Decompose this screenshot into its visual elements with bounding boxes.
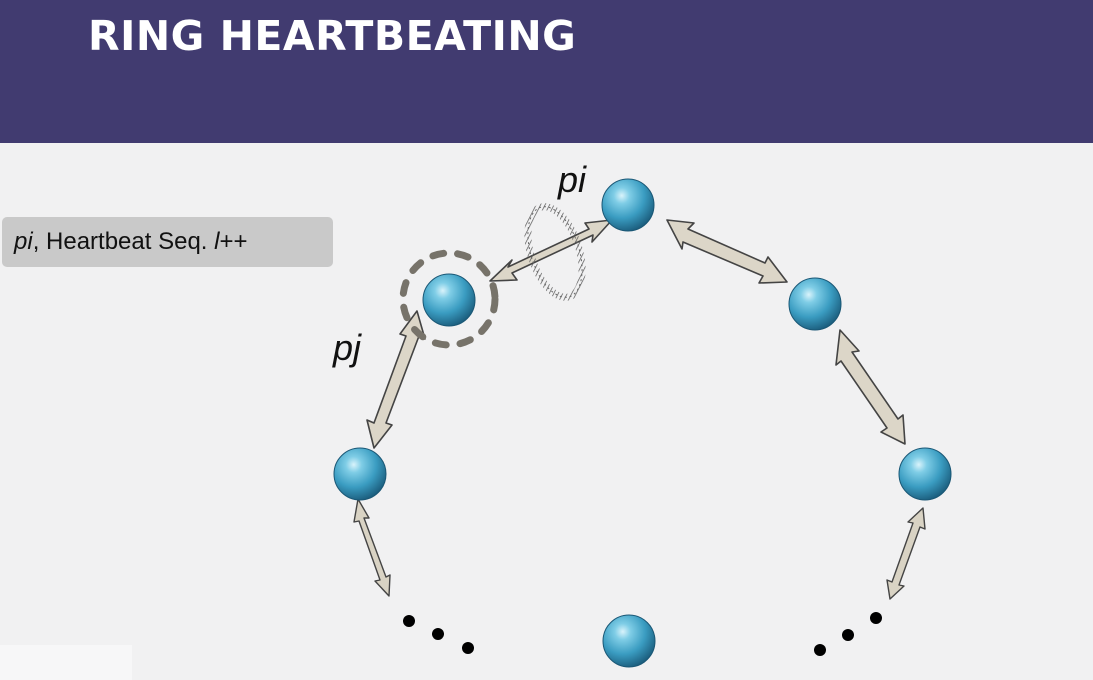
- caption-pi: pi: [14, 228, 33, 255]
- caption-heartbeat-seq: , Heartbeat Seq.: [32, 228, 215, 255]
- page-title: RING HEARTBEATING: [88, 12, 577, 60]
- arrow-left-lower: [353, 498, 391, 597]
- header-bar: RING HEARTBEATING: [0, 0, 1093, 143]
- arrow-pi-right: [666, 219, 788, 284]
- heartbeat-caption: pi, Heartbeat Seq. l++: [2, 217, 333, 267]
- node-right-upper: [788, 277, 842, 331]
- arrow-right-upper: [835, 329, 906, 445]
- suspect-marker-dashed-circle: [399, 249, 499, 349]
- arrow-right-lower: [886, 507, 926, 600]
- node-left: [333, 447, 387, 501]
- label-pi: pi: [557, 159, 587, 200]
- node-pj: [422, 273, 476, 327]
- footer-strip: [0, 645, 132, 680]
- ring-arrows: [353, 219, 926, 600]
- ring-nodes: [333, 178, 952, 668]
- label-pj: pj: [332, 327, 362, 368]
- arrow-pj-pi: [489, 219, 613, 282]
- ellipsis-right-icon: [814, 612, 882, 656]
- heartbeat-loop-icon: [524, 203, 586, 301]
- node-right: [898, 447, 952, 501]
- caption-increment: ++: [219, 228, 248, 255]
- node-pi: [601, 178, 655, 232]
- caption-l: l: [214, 228, 220, 255]
- node-bottom: [602, 614, 656, 668]
- ellipsis-left-icon: [403, 615, 474, 654]
